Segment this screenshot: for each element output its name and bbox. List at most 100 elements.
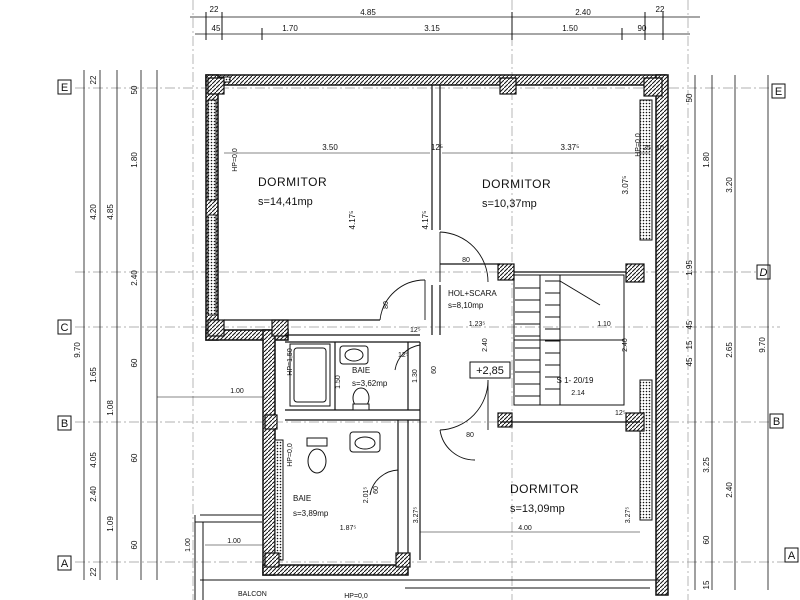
svg-text:3.15: 3.15 <box>424 24 440 33</box>
left-dimension-labels: 9.70 4.20 1.65 4.05 2.40 4.85 1.08 1.09 … <box>73 75 139 576</box>
svg-text:1.10: 1.10 <box>597 321 611 328</box>
svg-text:22: 22 <box>210 5 219 14</box>
door-swings <box>369 231 489 496</box>
svg-text:4.05: 4.05 <box>89 452 98 468</box>
svg-text:12⁵: 12⁵ <box>410 327 421 334</box>
svg-text:4.17⁵: 4.17⁵ <box>421 211 430 230</box>
sink-2 <box>349 431 381 453</box>
axis-marker-a-right: A <box>784 547 799 563</box>
svg-text:90: 90 <box>638 24 647 33</box>
room-area-hol-scara: s=8,10mp <box>448 301 484 310</box>
room-area-dormitor-1: s=14,41mp <box>258 196 313 208</box>
svg-text:3.50: 3.50 <box>322 143 338 152</box>
svg-text:22: 22 <box>656 5 665 14</box>
svg-text:2.65: 2.65 <box>725 342 734 358</box>
svg-text:2.40: 2.40 <box>130 270 139 286</box>
svg-text:4.85: 4.85 <box>106 204 115 220</box>
sink-1 <box>339 345 369 365</box>
svg-text:3.27⁵: 3.27⁵ <box>625 507 632 524</box>
room-area-dormitor-3: s=13,09mp <box>510 503 565 515</box>
svg-text:A: A <box>61 558 69 570</box>
svg-text:60: 60 <box>130 453 139 462</box>
balcony <box>194 514 660 600</box>
svg-text:45: 45 <box>685 320 694 329</box>
svg-text:80: 80 <box>462 257 470 264</box>
svg-text:10: 10 <box>656 145 664 152</box>
right-dimension-lines <box>694 75 769 590</box>
svg-text:1.00: 1.00 <box>185 538 192 552</box>
svg-text:1.80: 1.80 <box>130 152 139 168</box>
svg-text:4.20: 4.20 <box>89 204 98 220</box>
toilet-2 <box>306 437 328 474</box>
svg-text:HP=0,0: HP=0,0 <box>635 133 642 157</box>
svg-text:15: 15 <box>685 340 694 349</box>
interior-dimension-labels: 3.50 3.37⁵ 12⁵ 25 10 4.17⁵ 4.17⁵ 3.07⁵ H… <box>157 133 664 600</box>
interior-walls <box>224 85 640 560</box>
svg-text:HP=0,0: HP=0,0 <box>344 593 368 600</box>
svg-text:12⁵: 12⁵ <box>398 352 409 359</box>
svg-text:1.08: 1.08 <box>106 400 115 416</box>
svg-text:1.50: 1.50 <box>335 375 342 389</box>
right-dimension-labels: 9.70 2.65 3.20 2.40 1.80 3.25 50 1.95 45… <box>685 93 767 589</box>
room-name-balcon: BALCON <box>238 591 267 598</box>
svg-text:45: 45 <box>685 357 694 366</box>
axis-marker-a-left: A <box>57 555 72 571</box>
svg-text:9.70: 9.70 <box>758 337 767 353</box>
svg-text:4.00: 4.00 <box>518 525 532 532</box>
top-dimensions <box>190 12 700 40</box>
axis-marker-b-right: B <box>769 413 784 429</box>
room-name-baie-1: BAIE <box>352 366 370 375</box>
svg-text:B: B <box>773 416 780 428</box>
svg-text:2.40: 2.40 <box>622 338 629 352</box>
svg-text:1.80: 1.80 <box>702 152 711 168</box>
svg-text:1.23⁵: 1.23⁵ <box>469 321 486 328</box>
svg-text:1.65: 1.65 <box>89 367 98 383</box>
svg-text:B: B <box>61 418 68 430</box>
svg-text:50: 50 <box>685 93 694 102</box>
svg-text:60: 60 <box>373 486 380 494</box>
room-name-dormitor-3: DORMITOR <box>510 482 579 496</box>
room-name-dormitor-2: DORMITOR <box>482 177 551 191</box>
svg-text:2.40: 2.40 <box>575 8 591 17</box>
axis-markers-right: E D B A <box>756 83 799 563</box>
svg-text:1.09: 1.09 <box>106 516 115 532</box>
axis-marker-e-right: E <box>771 83 786 99</box>
svg-text:1.00: 1.00 <box>227 538 241 545</box>
svg-text:25: 25 <box>643 145 651 152</box>
svg-text:80: 80 <box>466 432 474 439</box>
svg-text:60: 60 <box>130 358 139 367</box>
svg-text:1.30: 1.30 <box>412 369 419 383</box>
svg-text:HP=0,0: HP=0,0 <box>232 148 239 172</box>
axis-marker-b-left: B <box>57 415 72 431</box>
axis-markers-left: E C B A <box>57 79 72 571</box>
svg-text:2.40: 2.40 <box>725 482 734 498</box>
room-name-hol-scara: HOL+SCARA <box>448 289 497 298</box>
svg-text:D: D <box>760 267 768 279</box>
svg-text:4.17⁵: 4.17⁵ <box>348 211 357 230</box>
room-area-dormitor-2: s=10,37mp <box>482 198 537 210</box>
room-area-baie-1: s=3,62mp <box>352 379 388 388</box>
svg-text:12⁵: 12⁵ <box>431 143 443 152</box>
left-dimension-lines <box>83 70 158 580</box>
bathroom-fixtures <box>289 343 381 474</box>
room-name-dormitor-1: DORMITOR <box>258 175 327 189</box>
room-labels: DORMITOR s=14,41mp DORMITOR s=10,37mp HO… <box>238 175 579 598</box>
svg-text:3.20: 3.20 <box>725 177 734 193</box>
room-area-baie-2: s=3,89mp <box>293 509 329 518</box>
svg-text:1.87⁵: 1.87⁵ <box>340 525 357 532</box>
svg-text:HP=1,50: HP=1,50 <box>287 348 294 376</box>
svg-text:2.40: 2.40 <box>89 486 98 502</box>
svg-text:HP=0,0: HP=0,0 <box>287 443 294 467</box>
svg-text:9.70: 9.70 <box>73 342 82 358</box>
level-marker: +2,85 <box>469 361 511 379</box>
svg-text:80: 80 <box>383 301 390 309</box>
svg-text:12⁵: 12⁵ <box>615 410 626 417</box>
svg-text:4.85: 4.85 <box>360 8 376 17</box>
svg-text:60: 60 <box>431 366 438 374</box>
svg-text:60: 60 <box>130 540 139 549</box>
svg-text:+2,85: +2,85 <box>476 365 504 377</box>
axis-marker-d-right: D <box>756 264 771 280</box>
svg-text:1.00: 1.00 <box>230 388 244 395</box>
svg-text:1.95: 1.95 <box>685 260 694 276</box>
